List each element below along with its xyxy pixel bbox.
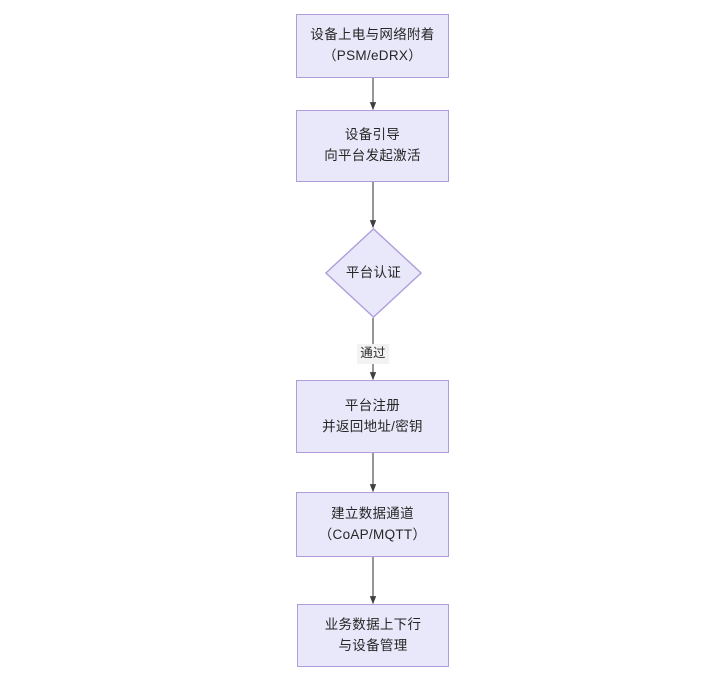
node-platform-register-line-1: 平台注册 bbox=[344, 397, 401, 413]
node-service-data-line-2: 与设备管理 bbox=[338, 637, 408, 653]
node-service-data-line-1: 业务数据上下行 bbox=[324, 616, 422, 632]
node-service-data[interactable]: 业务数据上下行 与设备管理 bbox=[297, 604, 449, 667]
node-bootstrap-line-2: 向平台发起激活 bbox=[324, 148, 421, 163]
node-bootstrap[interactable]: 设备引导 向平台发起激活 bbox=[296, 110, 449, 182]
node-platform-auth-label: 平台认证 bbox=[345, 264, 402, 280]
node-power-on-line-2: （PSM/eDRX） bbox=[322, 48, 423, 63]
node-power-on[interactable]: 设备上电与网络附着 （PSM/eDRX） bbox=[296, 14, 449, 78]
node-power-on-line-1: 设备上电与网络附着 bbox=[310, 27, 435, 43]
diamond-shape-icon bbox=[325, 228, 422, 318]
edge-label-pass: 通过 bbox=[357, 344, 389, 364]
node-data-channel-line-1: 建立数据通道 bbox=[331, 505, 414, 521]
node-data-channel[interactable]: 建立数据通道 （CoAP/MQTT） bbox=[296, 492, 449, 557]
node-data-channel-line-2: （CoAP/MQTT） bbox=[318, 526, 427, 542]
node-platform-register[interactable]: 平台注册 并返回地址/密钥 bbox=[296, 380, 449, 453]
node-platform-auth[interactable]: 平台认证 bbox=[325, 228, 422, 318]
node-platform-register-line-2: 并返回地址/密钥 bbox=[322, 418, 423, 434]
node-bootstrap-line-1: 设备引导 bbox=[344, 127, 401, 143]
